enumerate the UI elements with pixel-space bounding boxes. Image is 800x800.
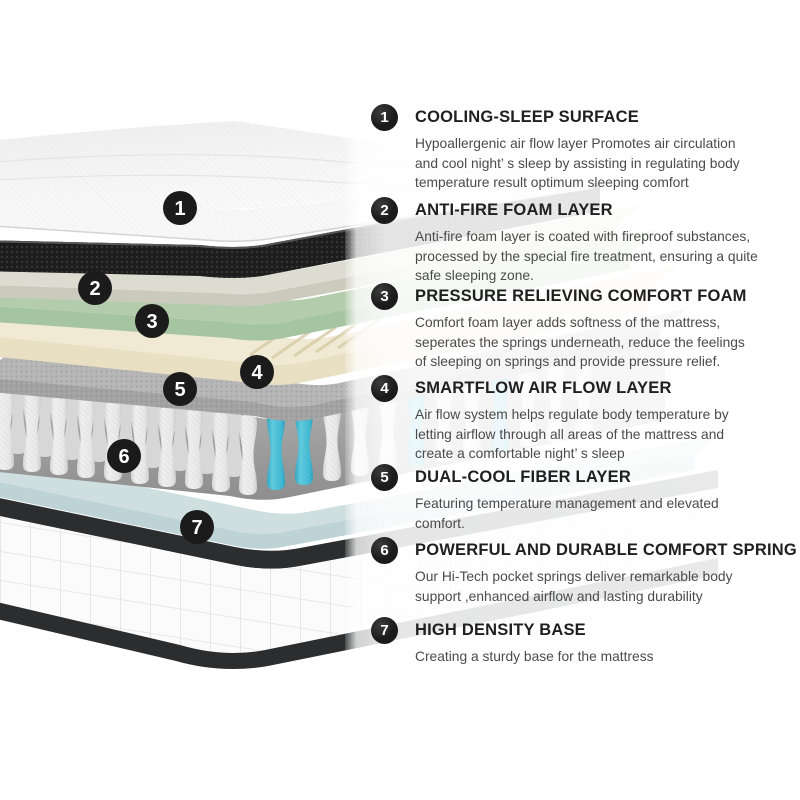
diagram-badges: 1 2 3 4 5 6 7 — [78, 191, 274, 544]
legend-body-3: Comfort foam layer adds softness of the … — [415, 315, 745, 369]
legend-badge-1: 1 — [371, 104, 398, 131]
layer-smartflow-airflow — [0, 265, 678, 385]
legend-badge-5: 5 — [371, 464, 398, 491]
legend-item-cooling-sleep-surface: 1 COOLING-SLEEP SURFACE Hypoallergenic a… — [362, 104, 794, 193]
legend-item-dual-cool-fiber: 5 DUAL-COOL FIBER LAYER Featuring temper… — [362, 464, 794, 533]
legend-item-anti-fire-foam: 2 ANTI-FIRE FOAM LAYER Anti-fire foam la… — [362, 197, 794, 286]
legend-title-3: PRESSURE RELIEVING COMFORT FOAM — [415, 287, 747, 305]
legend-item-smartflow-airflow: 4 SMARTFLOW AIR FLOW LAYER Air flow syst… — [362, 375, 794, 464]
legend-badge-2: 2 — [371, 197, 398, 224]
diagram-badge-1: 1 — [163, 191, 197, 225]
diagram-badge-7: 7 — [180, 510, 214, 544]
legend-body-5: Featuring temperature management and ele… — [415, 496, 719, 531]
legend-badge-7: 7 — [371, 617, 398, 644]
layer-blue-cool-base-top — [0, 435, 719, 549]
legend-title-6: POWERFUL AND DURABLE COMFORT SPRING — [415, 541, 797, 559]
legend-body-2: Anti-fire foam layer is coated with fire… — [415, 229, 758, 283]
legend-title-2: ANTI-FIRE FOAM LAYER — [415, 201, 613, 219]
svg-text:7: 7 — [191, 517, 202, 539]
svg-text:5: 5 — [174, 379, 185, 401]
diagram-badge-3: 3 — [135, 304, 169, 338]
convoluted-foam-ridges — [249, 317, 381, 360]
legend-title-1: COOLING-SLEEP SURFACE — [415, 108, 639, 126]
diagram-badge-4: 4 — [240, 355, 274, 389]
svg-text:2: 2 — [89, 278, 100, 300]
layer-black-mesh — [0, 182, 601, 278]
diagram-badge-2: 2 — [78, 271, 112, 305]
legend-body-7: Creating a sturdy base for the mattress — [415, 649, 654, 664]
svg-text:1: 1 — [174, 198, 185, 220]
legend-title-4: SMARTFLOW AIR FLOW LAYER — [415, 379, 672, 397]
legend-body-1: Hypoallergenic air flow layer Promotes a… — [415, 136, 740, 190]
legend-title-5: DUAL-COOL FIBER LAYER — [415, 468, 631, 486]
legend-body-6: Our Hi-Tech pocket springs deliver remar… — [415, 569, 733, 604]
legend-item-high-density-base: 7 HIGH DENSITY BASE Creating a sturdy ba… — [362, 617, 794, 667]
svg-text:6: 6 — [118, 446, 129, 468]
legend-badge-6: 6 — [371, 537, 398, 564]
svg-text:4: 4 — [251, 362, 263, 384]
fade-overlay — [345, 0, 800, 800]
legend-badge-3: 3 — [371, 283, 398, 310]
legend-body-4: Air flow system helps regulate body temp… — [415, 407, 729, 461]
legend-badge-4: 4 — [371, 375, 398, 402]
legend-item-comfort-spring: 6 POWERFUL AND DURABLE COMFORT SPRING Ou… — [362, 537, 797, 606]
diagram-badge-5: 5 — [163, 372, 197, 406]
legend-item-pressure-relieving-foam: 3 PRESSURE RELIEVING COMFORT FOAM Comfor… — [362, 283, 794, 372]
legend-title-7: HIGH DENSITY BASE — [415, 621, 586, 639]
svg-text:3: 3 — [146, 311, 157, 333]
diagram-badge-6: 6 — [107, 439, 141, 473]
